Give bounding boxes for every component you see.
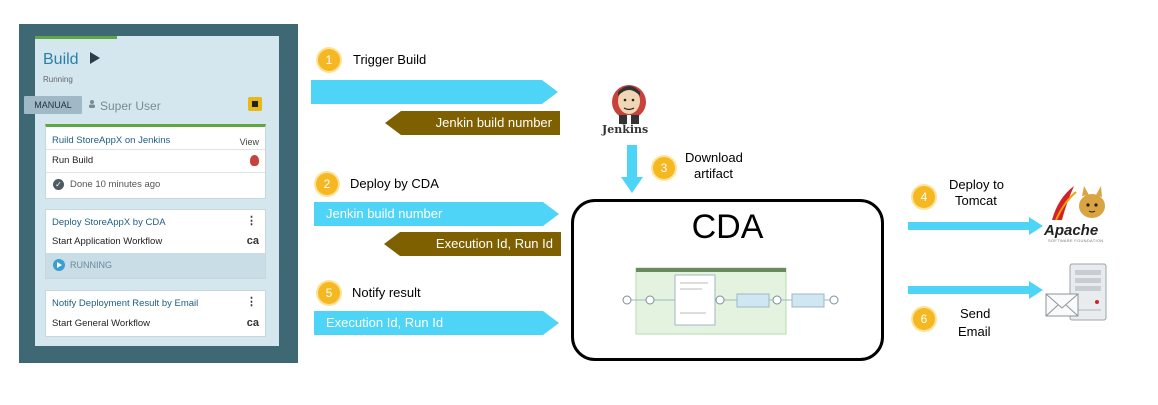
apache-label: Apache xyxy=(1044,222,1099,239)
task-title: Deploy StoreAppX by CDA xyxy=(52,217,166,228)
stage-user: Super User xyxy=(100,99,161,113)
apache-tomcat-icon xyxy=(1052,186,1105,221)
step-2-badge: 2 xyxy=(316,173,338,195)
deploy-arrow: Jenkin build number xyxy=(314,202,559,226)
jenkin-return-arrow: Jenkin build number xyxy=(385,111,560,135)
step-2-label: Deploy by CDA xyxy=(350,176,439,191)
view-link[interactable]: View xyxy=(239,137,259,147)
step-6-label-line2: Email xyxy=(958,324,991,339)
task-card-build[interactable]: Ruild StoreAppX on Jenkins View Run Buil… xyxy=(45,124,266,199)
more-icon[interactable]: ⋮ xyxy=(246,215,257,227)
email-arrow xyxy=(908,281,1043,299)
task-title: Ruild StoreAppX on Jenkins xyxy=(52,135,171,146)
step-3-label-line2: artifact xyxy=(694,166,734,181)
tomcat-arrow xyxy=(908,217,1043,235)
step-6-label-line1: Send xyxy=(960,306,991,321)
step-5-label: Notify result xyxy=(352,285,421,300)
step-4-label-line2: Tomcat xyxy=(955,193,997,208)
step-3-label-line1: Download xyxy=(685,150,743,165)
task-title: Notify Deployment Result by Email xyxy=(52,298,199,309)
step-1-badge: 1 xyxy=(318,49,340,71)
cda-label: CDA xyxy=(691,208,764,246)
step-4-label-line1: Deploy to xyxy=(949,177,1004,192)
task-status: RUNNING xyxy=(70,260,112,270)
download-arrow xyxy=(621,145,643,193)
cda-return-arrow: Execution Id, Run Id xyxy=(384,232,561,256)
manual-tag: MANUAL xyxy=(24,96,82,114)
check-icon: ✓ xyxy=(53,179,64,190)
jenkins-label: Jenkins xyxy=(602,123,649,136)
stage-status: Running xyxy=(43,75,73,84)
apache-sub-label: SOFTWARE FOUNDATION xyxy=(1048,238,1104,243)
step-5-badge: 5 xyxy=(318,282,340,304)
task-subtitle: Start Application Workflow xyxy=(52,236,163,247)
play-icon[interactable] xyxy=(90,52,100,64)
ca-logo-icon: ca xyxy=(246,317,259,329)
stage-title: Build xyxy=(43,51,79,68)
task-subtitle: Start General Workflow xyxy=(52,318,151,329)
step-1-label: Trigger Build xyxy=(353,52,427,67)
stop-button[interactable] xyxy=(248,97,262,111)
running-icon xyxy=(53,259,65,271)
stage-progress-bar xyxy=(35,36,117,39)
workflow-thumbnail xyxy=(622,267,839,335)
email-server-icon xyxy=(1045,263,1107,321)
more-icon[interactable]: ⋮ xyxy=(246,296,257,308)
step-3-badge: 3 xyxy=(653,157,675,179)
user-icon xyxy=(89,100,95,108)
task-status: Done 10 minutes ago xyxy=(70,179,161,190)
ca-logo-icon: ca xyxy=(246,235,259,247)
task-footer: RUNNING xyxy=(46,253,265,278)
notify-arrow: Execution Id, Run Id xyxy=(314,311,559,335)
step-4-badge: 4 xyxy=(913,186,935,208)
task-card-deploy[interactable]: Deploy StoreAppX by CDA ⋮ Start Applicat… xyxy=(45,209,266,279)
trigger-arrow xyxy=(311,80,558,104)
task-card-notify[interactable]: Notify Deployment Result by Email ⋮ Star… xyxy=(45,290,266,337)
task-subtitle: Run Build xyxy=(52,155,94,166)
jenkins-icon xyxy=(612,85,646,124)
jenkins-icon xyxy=(250,155,259,166)
step-6-badge: 6 xyxy=(913,308,935,330)
